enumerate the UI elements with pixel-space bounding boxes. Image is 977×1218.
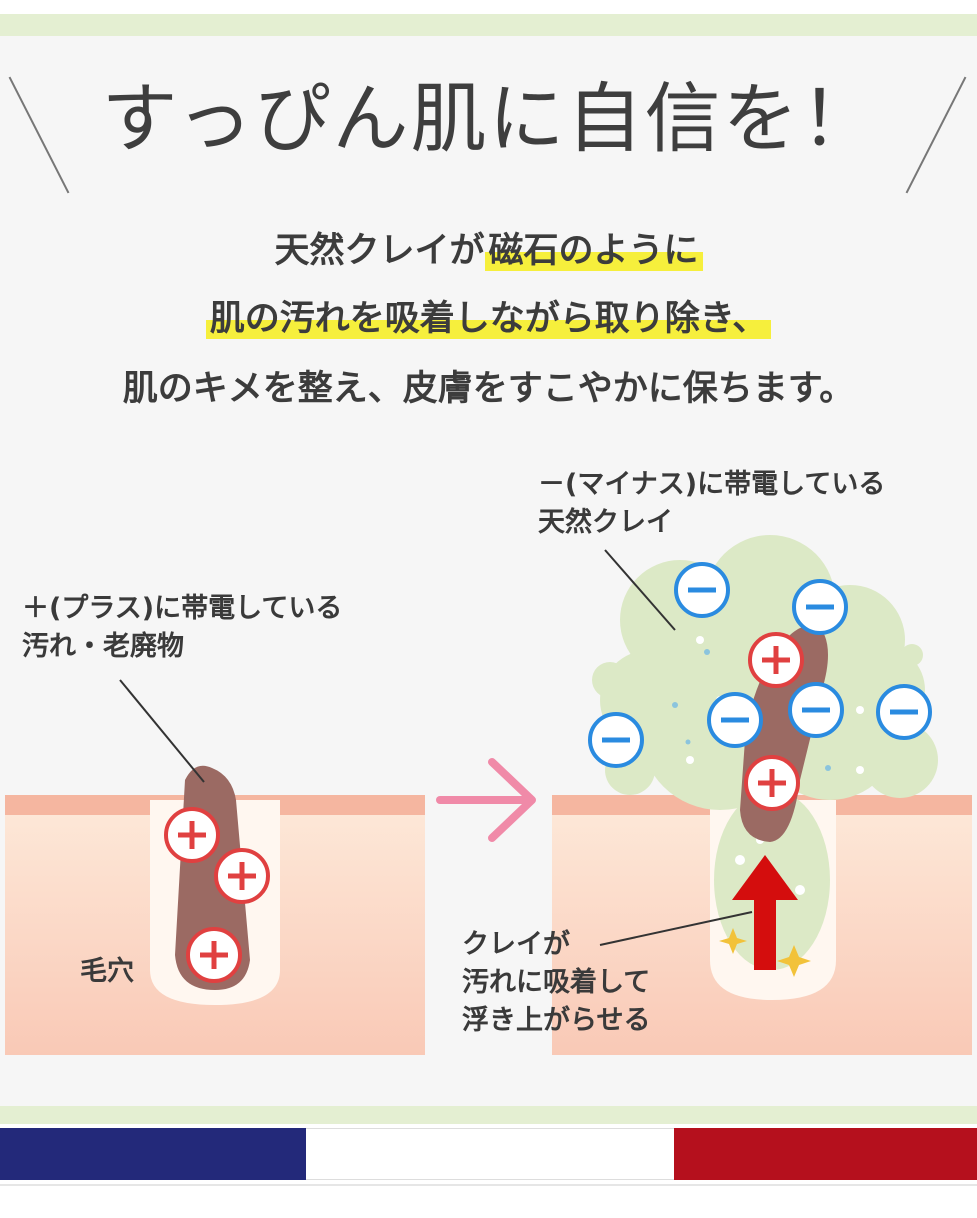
right-top-label-pointer: [604, 549, 676, 631]
minus-charge-icon: [788, 682, 844, 738]
minus-charge-icon: [707, 692, 763, 748]
subtext-line-3: 肌のキメを整え、皮膚をすこやかに保ちます。: [122, 369, 855, 409]
bottom-green-band: [0, 1106, 977, 1124]
left-top-label-line-2: 汚れ・老廃物: [22, 631, 184, 662]
minus-charge-icon: [792, 579, 848, 635]
flag-stripe-blue: [0, 1128, 306, 1180]
right-bottom-label: クレイが 汚れに吸着して 浮き上がらせる: [462, 926, 650, 1040]
right-bottom-label-pointer: [599, 911, 753, 946]
flag-stripe-red: [674, 1128, 977, 1180]
subtext-line-1-highlight: 磁石のように: [484, 231, 703, 271]
headline: すっぴん肌に自信を！: [101, 74, 879, 163]
minus-charge-icon: [674, 562, 730, 618]
plus-charge-icon: [186, 927, 242, 983]
subtext-line-1: 天然クレイが磁石のように: [0, 222, 977, 273]
subtext-line-2: 肌の汚れを吸着しながら取り除き、: [0, 290, 977, 341]
pore-label: 毛穴: [80, 956, 134, 987]
sparkle-icon: [719, 928, 811, 977]
right-top-label-line-2: 天然クレイ: [538, 507, 673, 538]
subtext-line-1-plain: 天然クレイが: [274, 231, 485, 271]
minus-charge-icon: [588, 712, 644, 768]
subtext-line-2-highlight: 肌の汚れを吸着しながら取り除き、: [205, 299, 772, 339]
plus-charge-icon: [164, 807, 220, 863]
right-bottom-label-line-3: 浮き上がらせる: [462, 1005, 651, 1036]
left-top-label-line-1: ＋(プラス)に帯電している: [22, 593, 343, 624]
top-green-band: [0, 14, 977, 36]
left-top-label: ＋(プラス)に帯電している 汚れ・老廃物: [22, 590, 342, 666]
plus-charge-icon: [744, 755, 800, 811]
flag-stripe-white: [306, 1128, 674, 1180]
bottom-divider: [0, 1184, 977, 1186]
left-skin-panel: [5, 679, 425, 1055]
right-bottom-label-line-1: クレイが: [462, 929, 570, 960]
right-top-label: －(マイナス)に帯電している 天然クレイ: [538, 466, 885, 542]
red-up-arrow-icon: [732, 855, 798, 970]
left-label-pointer: [119, 679, 205, 783]
pink-right-arrow-icon: [436, 758, 536, 842]
clay-blue-dots: [672, 649, 831, 771]
plus-charge-icon: [214, 848, 270, 904]
charge-symbols: [164, 562, 932, 983]
minus-charge-icon: [876, 684, 932, 740]
right-bottom-label-line-2: 汚れに吸着して: [462, 967, 651, 998]
right-top-label-line-1: －(マイナス)に帯電している: [538, 469, 886, 500]
plus-charge-icon: [748, 632, 804, 688]
